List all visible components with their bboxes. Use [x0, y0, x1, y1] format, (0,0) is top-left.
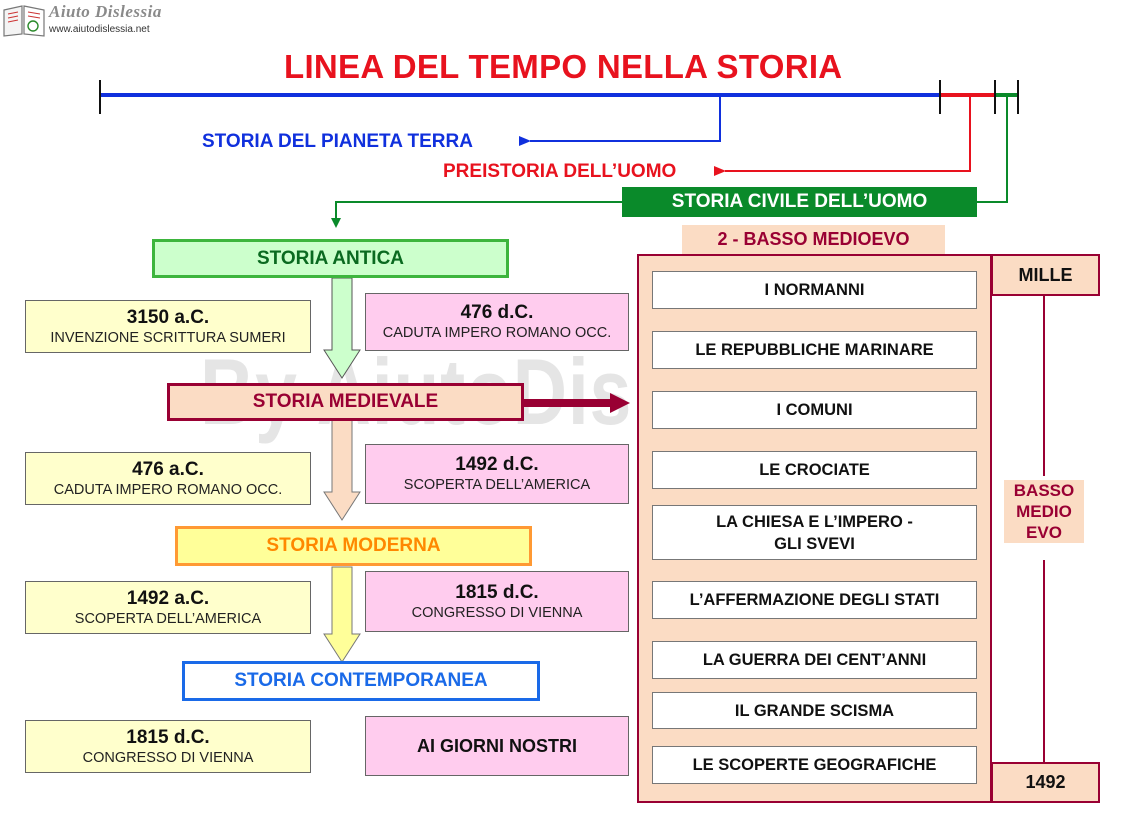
- date-value: 1815 d.C.: [455, 581, 539, 603]
- medioevo-item: LE CROCIATE: [652, 451, 977, 489]
- event-label: CADUTA IMPERO ROMANO OCC.: [382, 325, 612, 341]
- arrow-antica-medievale: [323, 277, 361, 379]
- event-label: SCOPERTA DELL’AMERICA: [74, 610, 262, 627]
- page-title: LINEA DEL TEMPO NELLA STORIA: [284, 48, 843, 85]
- date-box-contemporanea-end: AI GIORNI NOSTRI: [365, 716, 629, 776]
- medioevo-item: I NORMANNI: [652, 271, 977, 309]
- date-value: 476 a.C.: [132, 458, 204, 480]
- medioevo-item: LE SCOPERTE GEOGRAFICHE: [652, 746, 977, 784]
- medioevo-side-label: BASSO MEDIO EVO: [1004, 480, 1084, 543]
- date-value: 1492 d.C.: [455, 454, 539, 475]
- item-label: LE SCOPERTE GEOGRAFICHE: [692, 756, 937, 774]
- timeline-bar: [99, 80, 1019, 114]
- book-icon: [3, 5, 45, 37]
- date-box-medievale-start: 476 a.C. CADUTA IMPERO ROMANO OCC.: [25, 452, 311, 505]
- period-medievale: STORIA MEDIEVALE: [167, 383, 524, 421]
- medioevo-header: 2 - BASSO MEDIOEVO: [682, 225, 945, 254]
- prehistory-connector: [714, 96, 971, 176]
- event-label: CADUTA IMPERO ROMANO OCC.: [53, 481, 283, 498]
- medioevo-item: I COMUNI: [652, 391, 977, 429]
- date-box-moderna-end: 1815 d.C. CONGRESSO DI VIENNA: [365, 571, 629, 632]
- event-label: CONGRESSO DI VIENNA: [82, 749, 254, 766]
- arrow-moderna-contemporanea: [323, 566, 361, 663]
- medioevo-item: LA GUERRA DEI CENT’ANNI: [652, 641, 977, 679]
- item-label: LE REPUBBLICHE MARINARE: [695, 341, 934, 359]
- logo: Aiuto Dislessia www.aiutodislessia.net: [2, 2, 172, 38]
- date-box-medievale-end: 1492 d.C. SCOPERTA DELL’AMERICA: [365, 444, 629, 504]
- event-label: INVENZIONE SCRITTURA SUMERI: [50, 329, 286, 346]
- medioevo-item: LA CHIESA E L’IMPERO - GLI SVEVI: [652, 505, 977, 560]
- event-label: SCOPERTA DELL’AMERICA: [403, 477, 591, 493]
- item-label: I COMUNI: [776, 401, 853, 419]
- planet-history-label: STORIA DEL PIANETA TERRA: [202, 131, 473, 152]
- medioevo-item: LE REPUBBLICHE MARINARE: [652, 331, 977, 369]
- item-label: IL GRANDE SCISMA: [734, 701, 895, 720]
- civil-connector: [977, 96, 1008, 203]
- end-text: AI GIORNI NOSTRI: [416, 736, 577, 756]
- date-value: 1815 d.C.: [126, 726, 210, 748]
- item-label: LA CHIESA E L’IMPERO -: [716, 512, 913, 531]
- date-value: 1492 a.C.: [126, 587, 210, 609]
- prehistory-label: PREISTORIA DELL’UOMO: [443, 161, 677, 182]
- date-box-moderna-start: 1492 a.C. SCOPERTA DELL’AMERICA: [25, 581, 311, 634]
- period-moderna: STORIA MODERNA: [175, 526, 532, 566]
- civil-history-label: STORIA CIVILE DELL’UOMO: [622, 187, 977, 217]
- item-label: LA GUERRA DEI CENT’ANNI: [702, 651, 927, 669]
- medioevo-start: MILLE: [991, 254, 1100, 296]
- event-label: CONGRESSO DI VIENNA: [411, 604, 583, 621]
- date-value: 3150 a.C.: [126, 306, 210, 328]
- planet-connector: [519, 96, 721, 146]
- medievale-to-panel-arrow: [524, 393, 630, 413]
- side-label-line: BASSO: [1013, 481, 1075, 500]
- item-label: LE CROCIATE: [759, 461, 870, 479]
- logo-url: www.aiutodislessia.net: [49, 24, 150, 35]
- period-contemporanea: STORIA CONTEMPORANEA: [182, 661, 540, 701]
- period-antica: STORIA ANTICA: [152, 239, 509, 278]
- civil-to-antica-connector: [335, 201, 622, 220]
- medioevo-item: L’AFFERMAZIONE DEGLI STATI: [652, 581, 977, 619]
- logo-title: Aiuto Dislessia: [49, 2, 162, 21]
- item-label: GLI SVEVI: [774, 534, 855, 553]
- date-box-antica-end: 476 d.C. CADUTA IMPERO ROMANO OCC.: [365, 293, 629, 351]
- medioevo-item: IL GRANDE SCISMA: [652, 692, 977, 729]
- civil-to-antica-arrowhead: [331, 218, 341, 228]
- item-label: I NORMANNI: [764, 281, 865, 299]
- arrow-medievale-moderna: [323, 419, 361, 521]
- side-label-line: MEDIO: [1016, 502, 1072, 521]
- item-label: L’AFFERMAZIONE DEGLI STATI: [689, 591, 940, 609]
- date-value: 476 d.C.: [460, 302, 534, 323]
- side-label-line: EVO: [1026, 523, 1062, 542]
- date-box-antica-start: 3150 a.C. INVENZIONE SCRITTURA SUMERI: [25, 300, 311, 353]
- date-box-contemporanea-start: 1815 d.C. CONGRESSO DI VIENNA: [25, 720, 311, 773]
- medioevo-end: 1492: [991, 762, 1100, 803]
